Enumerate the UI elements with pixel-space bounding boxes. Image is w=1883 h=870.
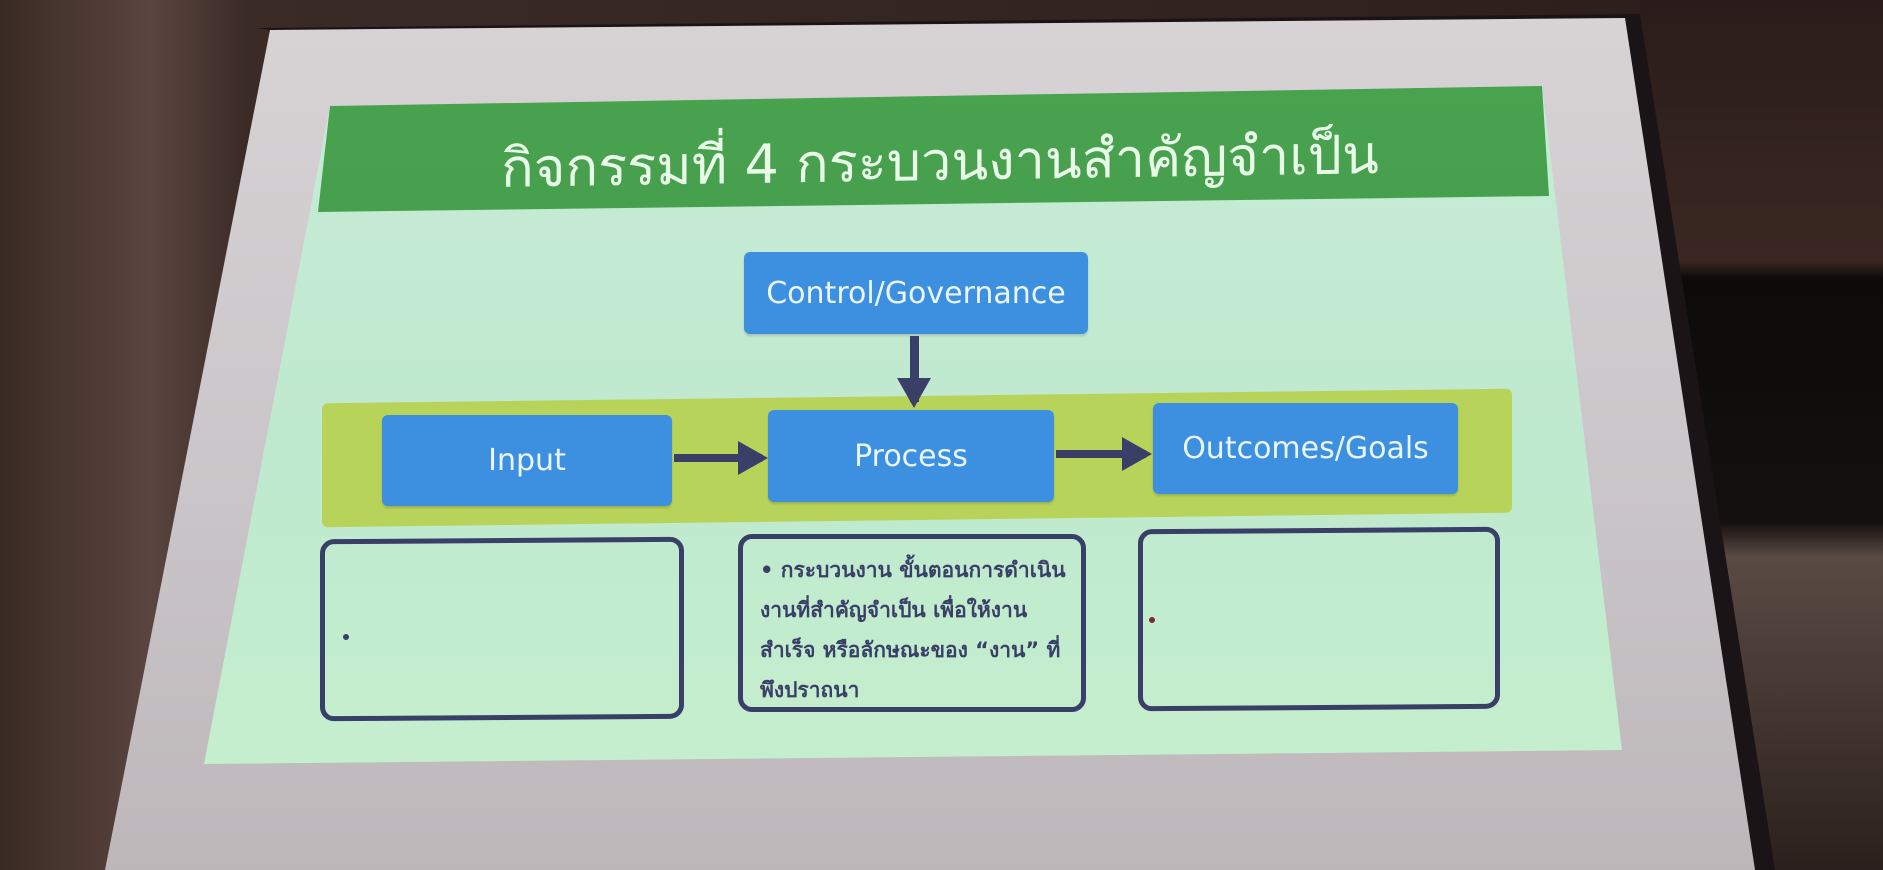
arrow-down-icon	[897, 336, 931, 408]
process-detail-box	[738, 534, 1086, 712]
arrow-right-icon	[1056, 437, 1152, 471]
arrow-right-icon	[674, 441, 768, 475]
process-description: • กระบวนงาน ขั้นตอนการดำเนินงานที่สำคัญจ…	[760, 558, 1066, 702]
input-box: Input	[382, 415, 672, 506]
input-detail-box	[320, 536, 684, 722]
control-governance-box: Control/Governance	[744, 252, 1088, 334]
process-box: Process	[768, 410, 1054, 502]
outcomes-detail-box	[1138, 526, 1500, 712]
bullet-icon	[1149, 617, 1155, 623]
bullet-icon	[343, 634, 349, 640]
outcomes-goals-box: Outcomes/Goals	[1153, 403, 1458, 494]
